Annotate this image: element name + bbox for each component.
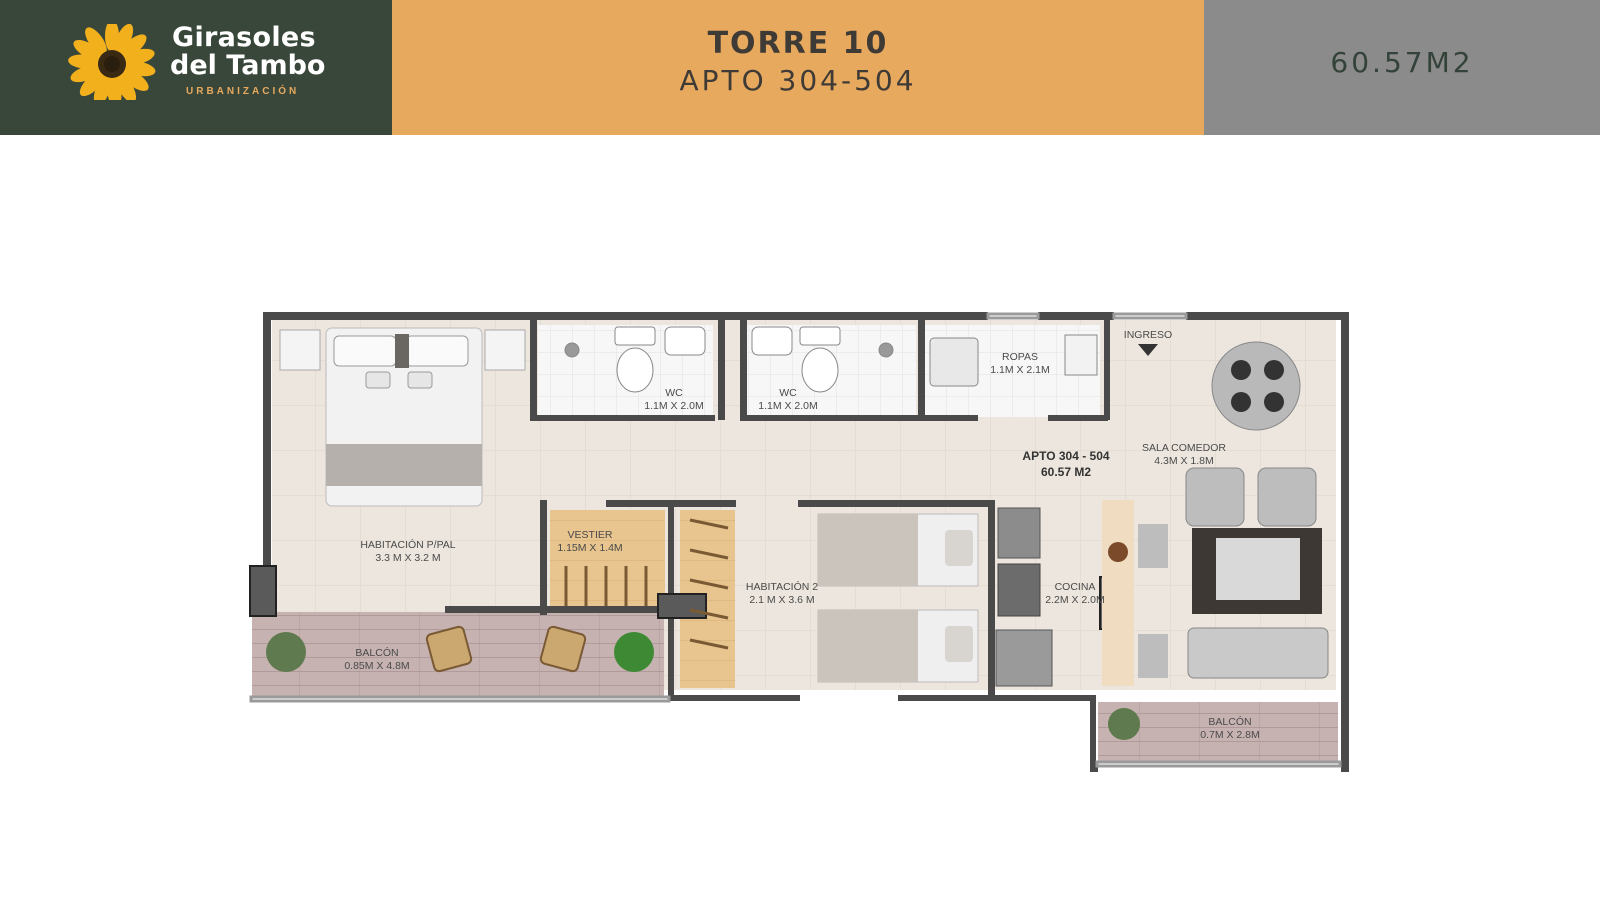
brand-name-line1: Girasoles: [172, 22, 316, 53]
wc2-label: WC: [779, 387, 797, 399]
laundry-size: 1.1M X 2.1M: [990, 364, 1050, 376]
tower-title: TORRE 10: [707, 26, 889, 61]
bedroom2-size: 2.1 M X 3.6 M: [749, 594, 814, 606]
living-label: SALA COMEDOR: [1142, 442, 1226, 454]
sunflower-icon: [68, 24, 156, 100]
wc2-size: 1.1M X 2.0M: [758, 400, 818, 412]
apartment-plan-label: APTO 304 - 504: [1022, 449, 1109, 463]
kitchen-appliances: [995, 500, 1134, 687]
main-bedroom-size: 3.3 M X 3.2 M: [375, 552, 440, 564]
area-panel: [1204, 0, 1600, 135]
living-dining-furniture: [1138, 341, 1329, 679]
railings: [249, 312, 1342, 768]
bathroom-fixtures: [564, 326, 1098, 393]
plant-icon: [266, 632, 1140, 740]
apartment-plan-area: 60.57 M2: [1041, 465, 1091, 479]
closet-shelves: [564, 518, 729, 650]
entrance-arrow-icon: [1138, 344, 1158, 356]
kitchen-label: COCINA: [1055, 581, 1096, 593]
balcony1-label: BALCÓN: [355, 646, 398, 659]
bedroom2-beds: [817, 513, 979, 683]
brand-panel: [0, 0, 392, 135]
closet-label: VESTIER: [568, 529, 613, 541]
area-value: 60.57M2: [1330, 46, 1474, 79]
bedroom2-label: HABITACIÓN 2: [746, 580, 818, 593]
main-bedroom-label: HABITACIÓN P/PAL: [360, 538, 455, 551]
laundry-label: ROPAS: [1002, 351, 1038, 363]
brand-name-line2: del Tambo: [170, 50, 326, 81]
kitchen-size: 2.2M X 2.0M: [1045, 594, 1105, 606]
wc1-size: 1.1M X 2.0M: [644, 400, 704, 412]
balcony2-label: BALCÓN: [1208, 715, 1251, 728]
wc1-label: WC: [665, 387, 683, 399]
header: Girasoles del Tambo URBANIZACIÓN TORRE 1…: [0, 0, 1600, 135]
apartment-title: APTO 304-504: [679, 64, 917, 97]
brand-tagline: URBANIZACIÓN: [186, 86, 300, 97]
title-panel: [392, 0, 1204, 135]
living-size: 4.3M X 1.8M: [1154, 455, 1214, 467]
balcony2-size: 0.7M X 2.8M: [1200, 729, 1260, 741]
balcony1-size: 0.85M X 4.8M: [344, 660, 409, 672]
balcony-chairs: [425, 625, 587, 673]
main-bed: [279, 327, 526, 507]
entrance-label: INGRESO: [1124, 329, 1172, 341]
closet-size: 1.15M X 1.4M: [557, 542, 622, 554]
